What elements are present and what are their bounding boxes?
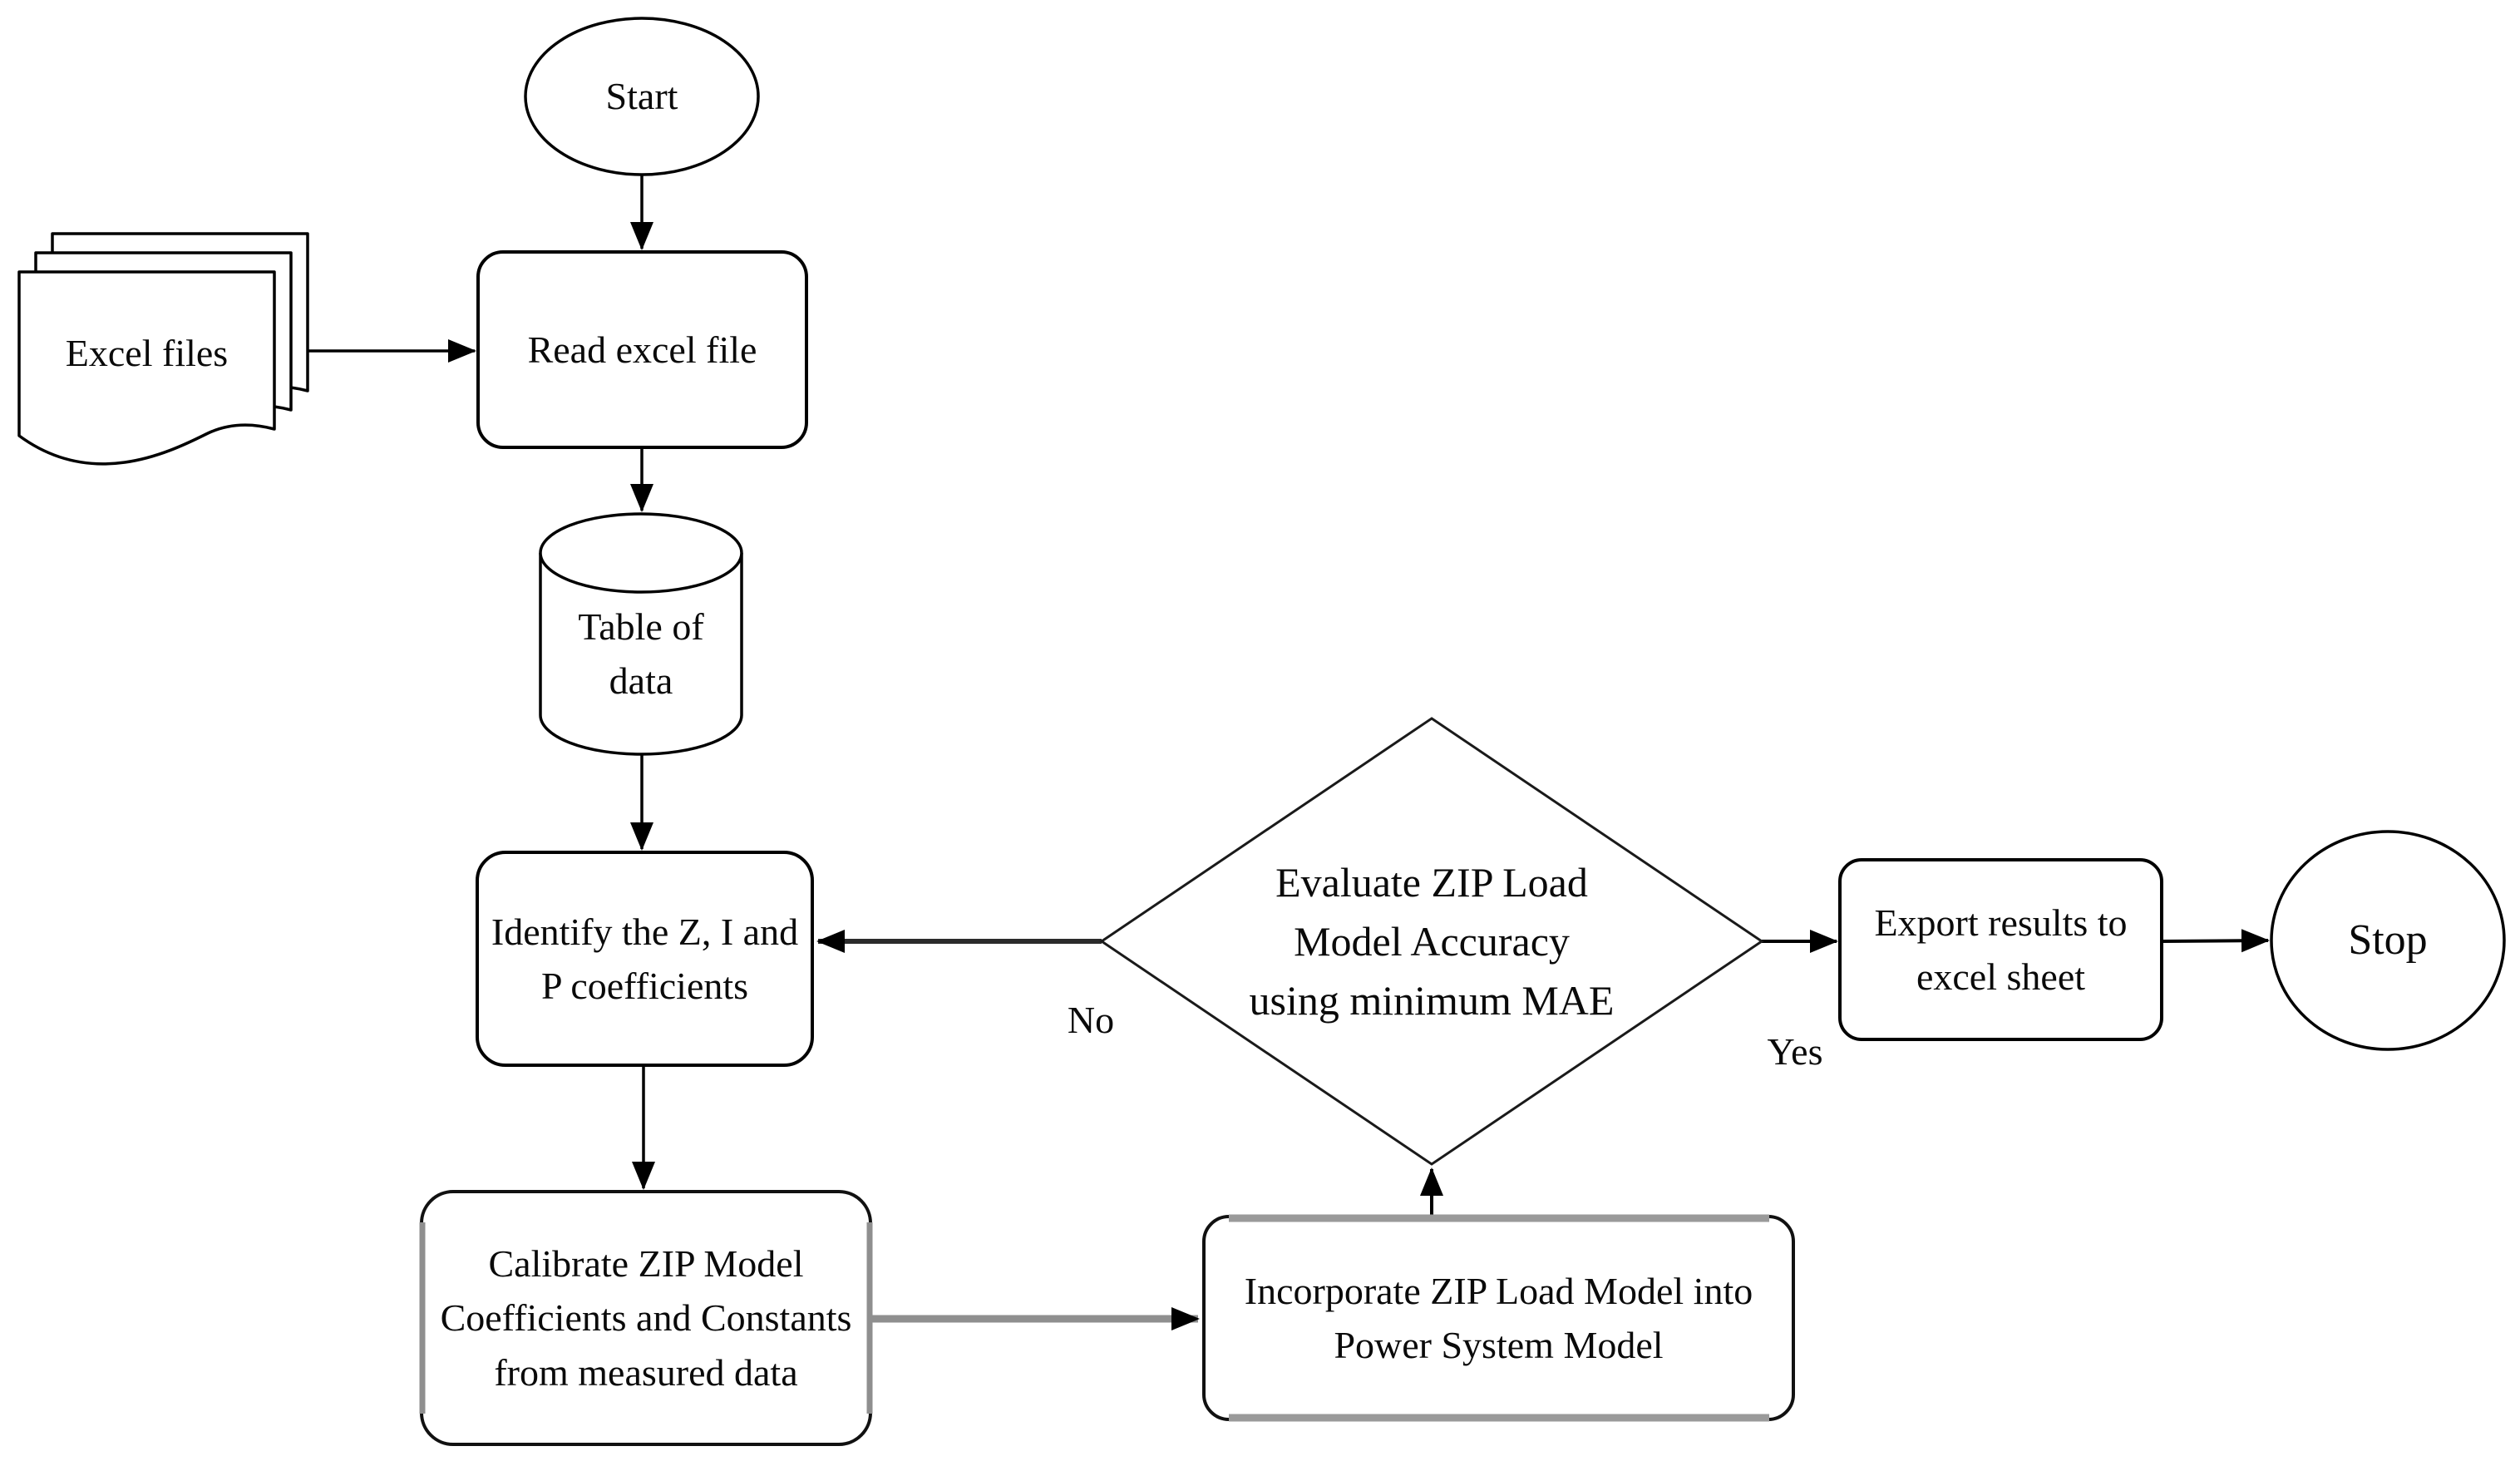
evaluate-decision-shape bbox=[1099, 717, 1764, 1166]
stop-terminator-shape bbox=[2270, 830, 2506, 1051]
document-front bbox=[17, 270, 276, 466]
yes-branch-label: Yes bbox=[1767, 1029, 1823, 1073]
start-terminator-shape bbox=[524, 17, 760, 176]
incorporate-shape bbox=[1202, 1214, 1795, 1422]
read-excel-shape bbox=[476, 250, 808, 449]
excel-files-document-stack bbox=[17, 232, 309, 466]
calibrate-shape bbox=[419, 1190, 873, 1446]
edge-export-stop bbox=[2161, 929, 2270, 953]
no-branch-label: No bbox=[1067, 998, 1115, 1041]
identify-shape bbox=[476, 851, 814, 1067]
export-shape bbox=[1838, 858, 2163, 1041]
table-of-data-cylinder bbox=[539, 512, 743, 756]
